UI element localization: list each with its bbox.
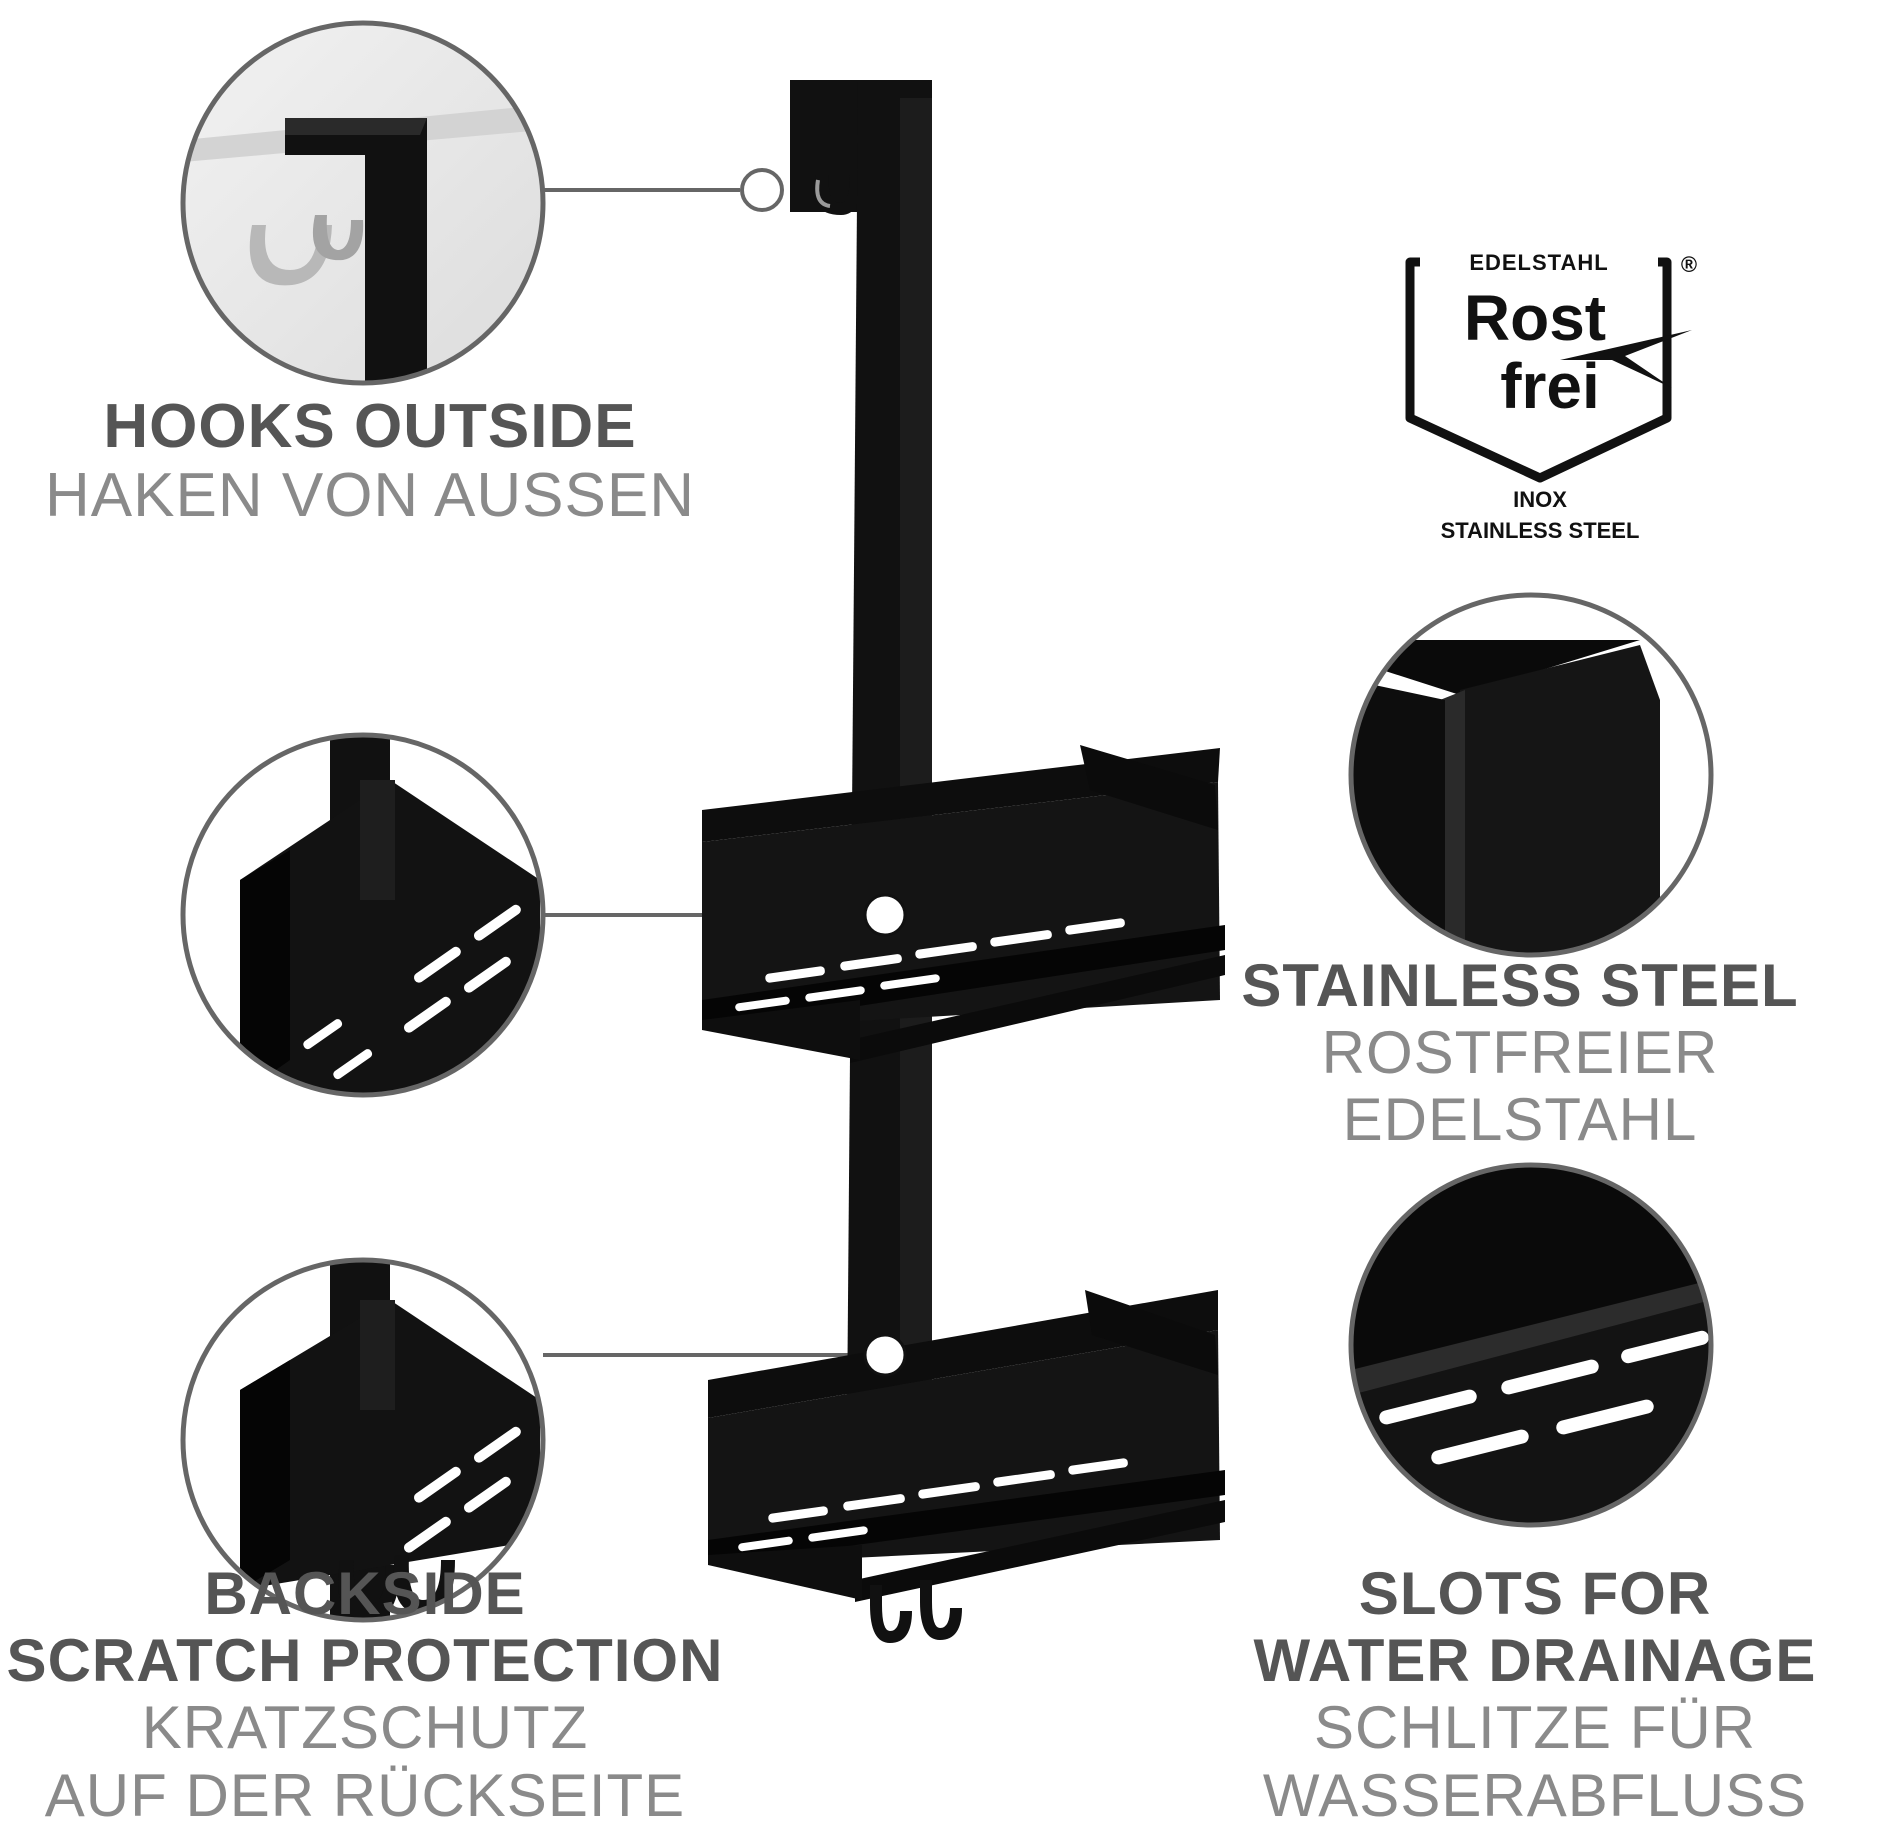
connector-lines — [543, 188, 870, 1357]
marker-hooks — [740, 168, 784, 212]
feature-hooks-subtitle: HAKEN VON AUSSEN — [45, 461, 695, 531]
feature-steel-subtitle: ROSTFREIER EDELSTAHL — [1321, 1019, 1719, 1154]
upper-shelf — [702, 745, 1225, 1063]
lower-shelf — [708, 1290, 1225, 1602]
detail-hooks-outside — [180, 20, 546, 386]
feature-hooks-outside: HOOKS OUTSIDE HAKEN VON AUSSEN — [20, 392, 720, 531]
bottom-hook-left — [870, 1585, 912, 1643]
rostfrei-logo: EDELSTAHL ® Rost frei INOX STAINLESS STE… — [1405, 250, 1697, 543]
marker-lower-shelf — [863, 1333, 907, 1377]
bottom-hook-right — [920, 1580, 962, 1640]
feature-slots-title: SLOTS FOR WATER DRAINAGE — [1253, 1560, 1817, 1695]
detail-backside-upper — [180, 732, 546, 1098]
logo-registered: ® — [1681, 252, 1697, 277]
feature-slots-subtitle: SCHLITZE FÜR WASSERABFLUSS — [1262, 1694, 1808, 1829]
feature-steel-title: STAINLESS STEEL — [1241, 952, 1799, 1019]
logo-spark — [1560, 330, 1692, 388]
detail-drainage-slots — [1348, 1162, 1714, 1528]
logo-word-frei: frei — [1500, 350, 1600, 422]
front-hook-highlight — [815, 179, 831, 208]
logo-top-text: EDELSTAHL — [1469, 250, 1608, 275]
feature-hooks-title: HOOKS OUTSIDE — [103, 392, 637, 461]
feature-stainless-steel: STAINLESS STEEL ROSTFREIER EDELSTAHL — [1170, 952, 1870, 1154]
upper-shelf-slots — [735, 918, 1125, 1012]
feature-backside-protection: BACKSIDE SCRATCH PROTECTION KRATZSCHUTZ … — [0, 1560, 730, 1829]
detail-stainless-steel — [1348, 592, 1714, 958]
logo-inox: INOX — [1513, 487, 1567, 512]
lower-shelf-slots — [738, 1458, 1128, 1552]
feature-backside-title: BACKSIDE SCRATCH PROTECTION — [6, 1560, 724, 1695]
connector-markers — [740, 168, 907, 1377]
detail-backside-lower — [180, 1257, 546, 1623]
shower-caddy — [702, 80, 1225, 1643]
logo-stainless-steel: STAINLESS STEEL — [1441, 518, 1640, 543]
logo-word-rost: Rost — [1464, 282, 1606, 354]
marker-upper-shelf — [863, 893, 907, 937]
feature-backside-subtitle: KRATZSCHUTZ AUF DER RÜCKSEITE — [44, 1694, 686, 1829]
feature-drainage-slots: SLOTS FOR WATER DRAINAGE SCHLITZE FÜR WA… — [1185, 1560, 1883, 1829]
